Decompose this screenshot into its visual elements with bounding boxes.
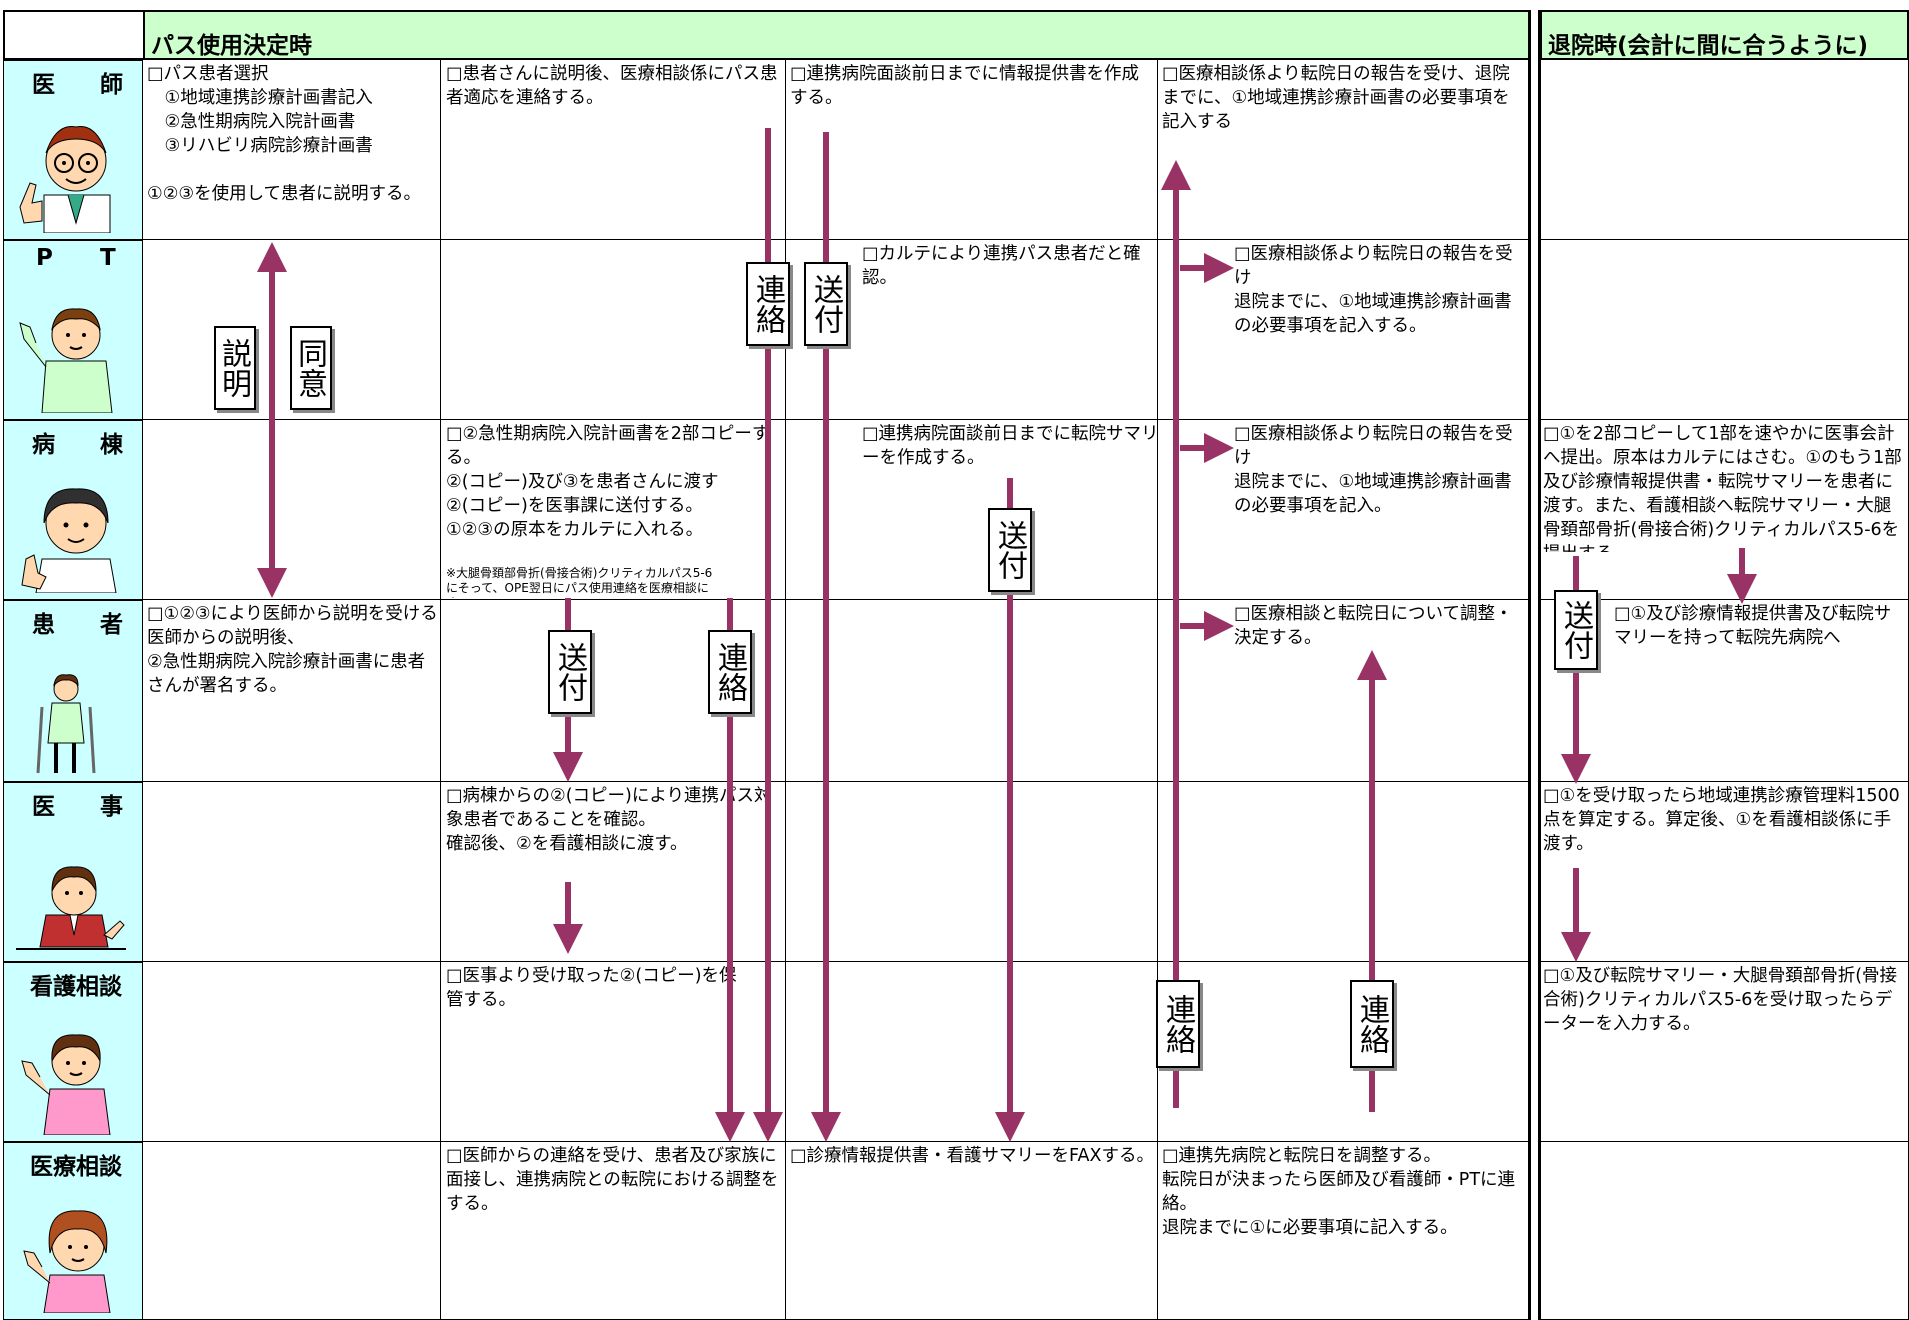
- cell-doctor-c1: □パス患者選択 ①地域連携診療計画書記入 ②急性期病院入院計画書 ③リハビリ病院…: [147, 62, 439, 238]
- clerk-avatar-icon: [16, 825, 126, 955]
- grid-cell: [1158, 962, 1530, 1142]
- nurse-consult-avatar-icon: [16, 1005, 126, 1135]
- cell-doctor-c3: □連携病院面談前日までに情報提供書を作成する。: [790, 62, 1156, 142]
- role-char: 医: [32, 787, 55, 821]
- role-medical-affairs: 医事: [3, 782, 143, 962]
- cell-ward-c2: □②急性期病院入院計画書を2部コピーする。 ②(コピー)及び③を患者さんに渡す …: [446, 422, 786, 540]
- cell-ward-c3: □連携病院面談前日までに転院サマリーを作成する。: [862, 422, 1160, 482]
- nurse-avatar-icon: [16, 463, 126, 593]
- label-send: 送付: [988, 508, 1032, 592]
- social-worker-avatar-icon: [16, 1183, 126, 1313]
- label-consent: 同意: [290, 326, 332, 410]
- role-char: T: [100, 245, 116, 271]
- cell-consult-c2: □医師からの連絡を受け、患者及び家族に面接し、連携病院との転院における調整をする…: [446, 1144, 786, 1224]
- role-nursing-consult: 看護相談: [3, 962, 143, 1142]
- header-empty-corner: [3, 10, 145, 60]
- grid-cell: [143, 962, 441, 1142]
- label-explain: 説明: [214, 326, 256, 410]
- cell-pt-c4: □医療相談係より転院日の報告を受け 退院までに、①地域連携診療計画書の必要事項を…: [1234, 242, 1528, 352]
- cell-patient-c5: □①及び診療情報提供書及び転院サマリーを持って転院先病院へ: [1614, 602, 1907, 662]
- cell-nursing-c5: □①及び転院サマリー・大腿骨頚部骨折(骨接合術)クリティカルパス5-6を受け取っ…: [1543, 964, 1907, 1044]
- grid-cell: [1540, 1142, 1909, 1320]
- patient-avatar-icon: [16, 645, 126, 775]
- cell-ward-c4: □医療相談係より転院日の報告を受け 退院までに、①地域連携診療計画書の必要事項を…: [1234, 422, 1528, 532]
- grid-cell: [143, 782, 441, 962]
- role-char: 者: [100, 605, 123, 639]
- grid-cell: [786, 600, 1158, 782]
- role-char: 棟: [100, 425, 123, 459]
- grid-cell: [143, 420, 441, 600]
- doctor-avatar-icon: [16, 103, 126, 233]
- cell-doctor-c2: □患者さんに説明後、医療相談係にパス患者適応を連絡する。: [446, 62, 786, 142]
- role-char: 事: [100, 787, 123, 821]
- label-contact: 連絡: [1350, 980, 1394, 1068]
- role-char: 医: [32, 65, 55, 99]
- cell-patient-c1: □①②③により医師から説明を受ける 医師からの説明後、 ②急性期病院入院診療計画…: [147, 602, 439, 732]
- role-ward: 病棟: [3, 420, 143, 600]
- pt-avatar-icon: [16, 283, 126, 413]
- cell-pt-c3: □カルテにより連携パス患者だと確認。: [862, 242, 1160, 312]
- role-char: 病: [32, 425, 55, 459]
- label-contact: 連絡: [746, 262, 790, 346]
- cell-consult-c4: □連携先病院と転院日を調整する。 転院日が決まったら医師及び看護師・PTに連絡。…: [1162, 1144, 1526, 1254]
- cell-affairs-c5: □①を受け取ったら地域連携診療管理料1500点を算定する。算定後、①を看護相談係…: [1543, 784, 1907, 864]
- role-label: 医療相談: [30, 1147, 122, 1181]
- role-char: P: [36, 245, 53, 271]
- grid-cell: [441, 240, 786, 420]
- label-send: 送付: [1554, 590, 1598, 670]
- role-doctor: 医師: [3, 60, 143, 240]
- grid-cell: [143, 1142, 441, 1320]
- grid-cell: [1540, 240, 1909, 420]
- cell-ward-c5: □①を2部コピーして1部を速やかに医事会計へ提出。原本はカルテにはさむ。①のもう…: [1543, 422, 1907, 552]
- label-send: 送付: [548, 630, 592, 714]
- cell-nursing-c2: □医事より受け取った②(コピー)を保管する。: [446, 964, 746, 1024]
- role-patient: 患者: [3, 600, 143, 782]
- header-path-decision: パス使用決定時: [143, 10, 1531, 60]
- grid-cell: [786, 962, 1158, 1142]
- role-label: 看護相談: [30, 967, 122, 1001]
- role-char: 師: [100, 65, 123, 99]
- cell-ward-c2-note: ※大腿骨頚部骨折(骨接合術)クリティカルパス5-6にそって、OPE翌日にパス使用…: [446, 566, 716, 598]
- cell-patient-c4: □医療相談と転院日について調整・決定する。: [1234, 602, 1528, 662]
- role-medical-consult: 医療相談: [3, 1142, 143, 1320]
- label-contact: 連絡: [1156, 980, 1200, 1068]
- grid-cell: [786, 782, 1158, 962]
- label-send: 送付: [804, 262, 848, 346]
- role-char: 患: [32, 605, 55, 639]
- grid-cell: [1158, 782, 1530, 962]
- cell-doctor-c4: □医療相談係より転院日の報告を受け、退院までに、①地域連携診療計画書の必要事項を…: [1162, 62, 1526, 152]
- header-discharge: 退院時(会計に間に合うように): [1540, 10, 1909, 60]
- cell-affairs-c2: □病棟からの②(コピー)により連携パス対象患者であることを確認。 確認後、②を看…: [446, 784, 786, 864]
- label-contact: 連絡: [708, 630, 752, 714]
- cell-consult-c3: □診療情報提供書・看護サマリーをFAXする。: [790, 1144, 1160, 1184]
- grid-cell: [1540, 60, 1909, 240]
